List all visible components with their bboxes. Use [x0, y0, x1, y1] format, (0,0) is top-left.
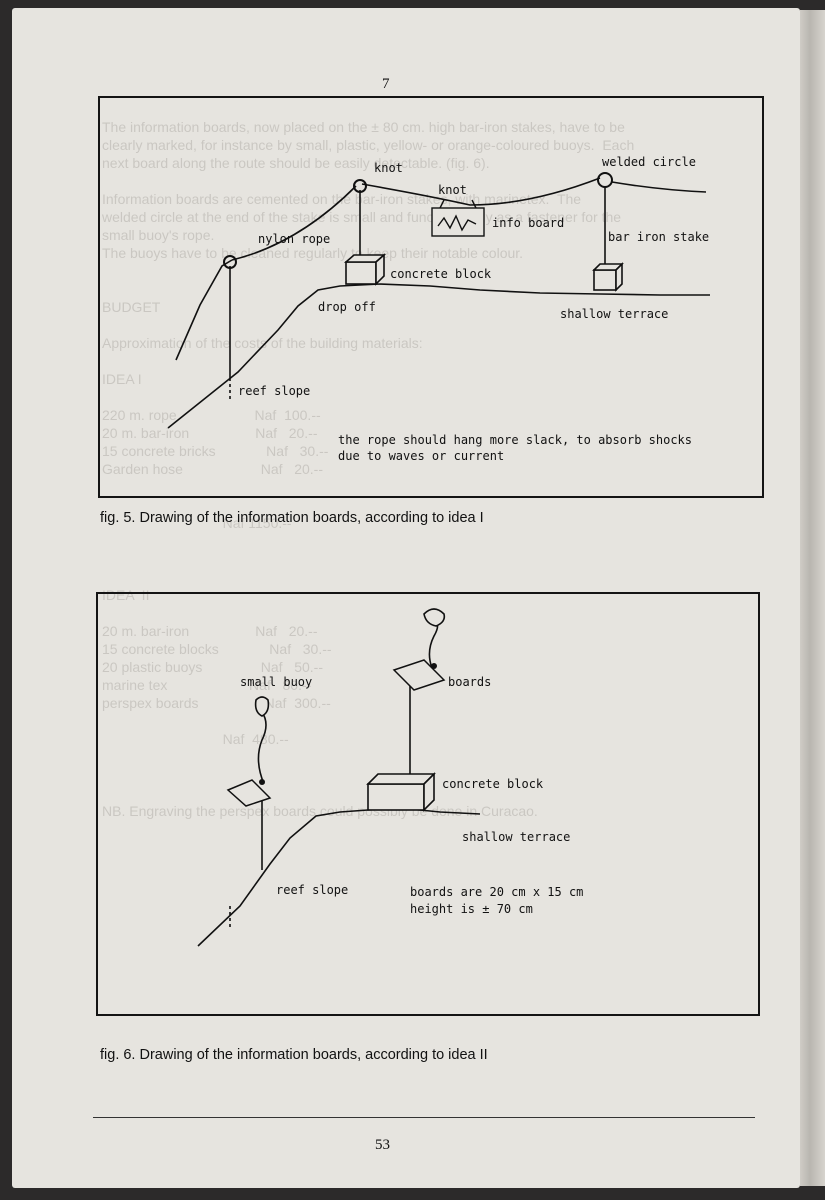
page-number-top: 7 — [382, 76, 390, 92]
show-through-line: 20 m. bar-iron Naf 20.-- — [102, 623, 318, 639]
fig5-seabed-line — [167, 283, 710, 429]
show-through-line: IDEA II — [102, 587, 150, 603]
fig6-label-boards: boards — [448, 675, 491, 689]
footer-rule — [93, 1117, 755, 1118]
fig5-label-knot-right: knot — [438, 183, 467, 197]
fig5-rope-left — [175, 259, 233, 361]
show-through-line: marine tex Naf 80.-- — [102, 677, 312, 693]
page-sheet — [12, 8, 800, 1188]
figure-5-frame — [98, 96, 764, 498]
fig6-label-reef-slope: reef slope — [276, 883, 348, 897]
show-through-line: Garden hose Naf 20.-- — [102, 461, 323, 477]
fig6-small-buoy — [254, 696, 270, 717]
fig6-knot-right — [431, 663, 437, 669]
show-through-line: 20 plastic buoys Naf 50.-- — [102, 659, 323, 675]
fig6-buoy-rope-right — [428, 619, 439, 669]
show-through-line: 220 m. rope Naf 100.-- — [102, 407, 321, 423]
fig5-welded-circle-left — [223, 255, 237, 269]
fig6-buoy-right — [423, 608, 446, 627]
page-number-bottom: 53 — [375, 1137, 390, 1153]
show-through-line: IDEA I — [102, 371, 142, 387]
fig5-note-line2: due to waves or current — [338, 449, 504, 463]
fig5-label-drop-off: drop off — [318, 300, 376, 314]
fig6-buoy-rope-left — [257, 711, 267, 785]
show-through-line: small buoy's rope. — [102, 227, 215, 243]
figure-6-caption: fig. 6. Drawing of the information board… — [100, 1047, 488, 1063]
fig5-note-line1: the rope should hang more slack, to abso… — [338, 433, 692, 447]
fig6-knot-left — [259, 779, 265, 785]
fig5-welded-circle-mid — [353, 179, 367, 193]
fig5-label-shallow-terrace: shallow terrace — [560, 307, 668, 321]
fig6-seabed-line — [197, 807, 481, 947]
figure-5-caption: fig. 5. Drawing of the information board… — [100, 510, 484, 526]
show-through-line: perspex boards Naf 300.-- — [102, 695, 331, 711]
show-through-line: Naf 1150.-- — [102, 515, 292, 531]
fig5-welded-circle-right — [597, 172, 613, 188]
fig5-label-reef-slope: reef slope — [238, 384, 310, 398]
show-through-line: 15 concrete blocks Naf 30.-- — [102, 641, 332, 657]
show-through-line: The information boards, now placed on th… — [102, 119, 625, 135]
fig6-concrete-block — [367, 783, 425, 811]
show-through-line: clearly marked, for instance by small, p… — [102, 137, 635, 153]
figure-6-frame — [96, 592, 760, 1016]
fig5-label-welded-circle: welded circle — [602, 155, 696, 169]
page-edge — [800, 10, 825, 1186]
fig6-label-small-buoy: small buoy — [240, 675, 312, 689]
fig6-note-line2: height is ± 70 cm — [410, 902, 533, 916]
show-through-line: 15 concrete bricks Naf 30.-- — [102, 443, 329, 459]
show-through-line: 20 m. bar-iron Naf 20.-- — [102, 425, 318, 441]
fig6-board-left — [226, 779, 272, 807]
fig6-note-line1: boards are 20 cm x 15 cm — [410, 885, 583, 899]
show-through-line: Approximation of the costs of the buildi… — [102, 335, 423, 351]
fig5-rope-right — [361, 177, 601, 206]
show-through-line: next board along the route should be eas… — [102, 155, 490, 171]
show-through-line: BUDGET — [102, 299, 161, 315]
fig5-rope-end — [611, 181, 707, 193]
show-through-line: NB. Engraving the perspex boards could p… — [102, 803, 538, 819]
fig6-label-concrete-block: concrete block — [442, 777, 544, 791]
fig5-label-nylon-rope: nylon rope — [258, 232, 330, 246]
fig6-label-shallow-terrace: shallow terrace — [462, 830, 570, 844]
fig5-label-bar-iron-stake: bar iron stake — [608, 230, 709, 244]
fig5-rope-mid — [231, 185, 357, 261]
fig5-label-concrete-block: concrete block — [390, 267, 492, 281]
fig5-label-knot-left: knot — [374, 161, 403, 175]
fig5-label-info-board: info board — [492, 216, 564, 230]
show-through-text: The information boards, now placed on th… — [102, 118, 634, 820]
